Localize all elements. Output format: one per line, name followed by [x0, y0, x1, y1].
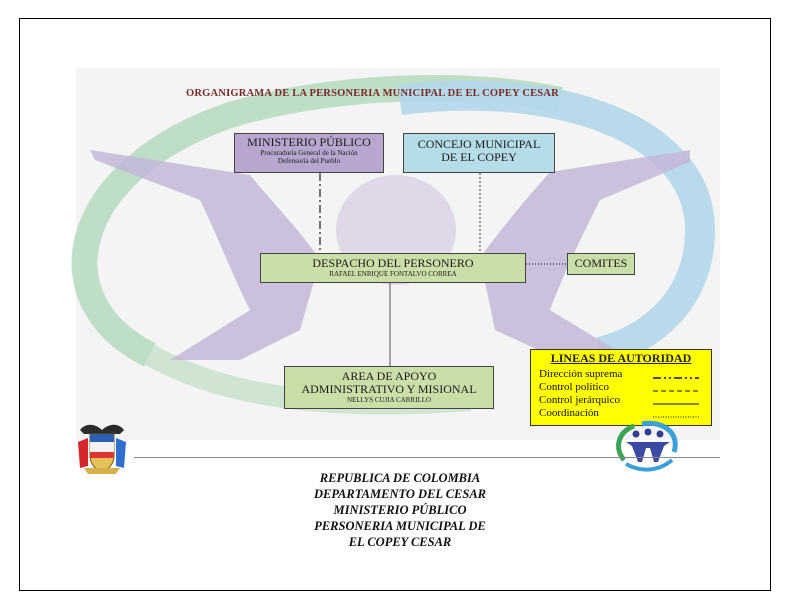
personeria-logo-icon	[616, 420, 678, 472]
ministerio-name: MINISTERIO PÚBLICO	[247, 135, 371, 149]
legend-item-direccion: Dirección suprema	[539, 368, 623, 380]
ministerio-line2: Defensoría del Pueblo	[277, 157, 341, 165]
footer-line: REPUBLICA DE COLOMBIA	[319, 471, 481, 485]
legend-item-control-jerarquico: Control jerárquico	[539, 394, 620, 406]
concejo-line2: DE EL COPEY	[441, 150, 517, 164]
footer-line: PERSONERIA MUNICIPAL DE	[314, 519, 486, 533]
footer-text: REPUBLICA DE COLOMBIA DEPARTAMENTO DEL C…	[295, 470, 505, 550]
comites-box: COMITES	[567, 253, 635, 275]
colombia-coat-of-arms-icon	[78, 424, 126, 474]
footer-line: EL COPEY CESAR	[348, 535, 452, 549]
despacho-person: RAFAEL ENRIQUE FONTALVO CORREA	[329, 270, 457, 278]
footer-line: MINISTERIO PÚBLICO	[333, 503, 467, 517]
area-line2: ADMINISTRATIVO Y MISIONAL	[301, 382, 477, 396]
ministerio-line1: Procuraduría General de la Nación	[260, 149, 358, 157]
area-apoyo-box: AREA DE APOYO ADMINISTRATIVO Y MISIONAL …	[284, 366, 494, 409]
concejo-municipal-box: CONCEJO MUNICIPAL DE EL COPEY	[403, 133, 555, 173]
legend-line-samples	[653, 377, 699, 418]
concejo-line1: CONCEJO MUNICIPAL	[417, 137, 541, 151]
legend-title: LINEAS DE AUTORIDAD	[550, 351, 692, 365]
footer-rule	[134, 457, 720, 458]
legend-item-coordinacion: Coordinación	[539, 407, 599, 419]
footer-line: DEPARTAMENTO DEL CESAR	[313, 487, 487, 501]
comites-name: COMITES	[574, 256, 628, 270]
area-line1: AREA DE APOYO	[341, 369, 437, 383]
area-person: NELLYS CUJIA CARRILLO	[346, 396, 432, 404]
diagram-title: ORGANIGRAMA DE LA PERSONERIA MUNICIPAL D…	[186, 88, 559, 99]
despacho-personero-box: DESPACHO DEL PERSONERO RAFAEL ENRIQUE FO…	[260, 253, 526, 283]
page-frame	[19, 18, 771, 591]
ministerio-publico-box: MINISTERIO PÚBLICO Procuraduría General …	[234, 133, 384, 173]
despacho-name: DESPACHO DEL PERSONERO	[312, 256, 474, 270]
legend-item-control-politico: Control político	[539, 381, 609, 393]
authority-lines-legend: LINEAS DE AUTORIDAD Dirección suprema Co…	[530, 349, 712, 426]
